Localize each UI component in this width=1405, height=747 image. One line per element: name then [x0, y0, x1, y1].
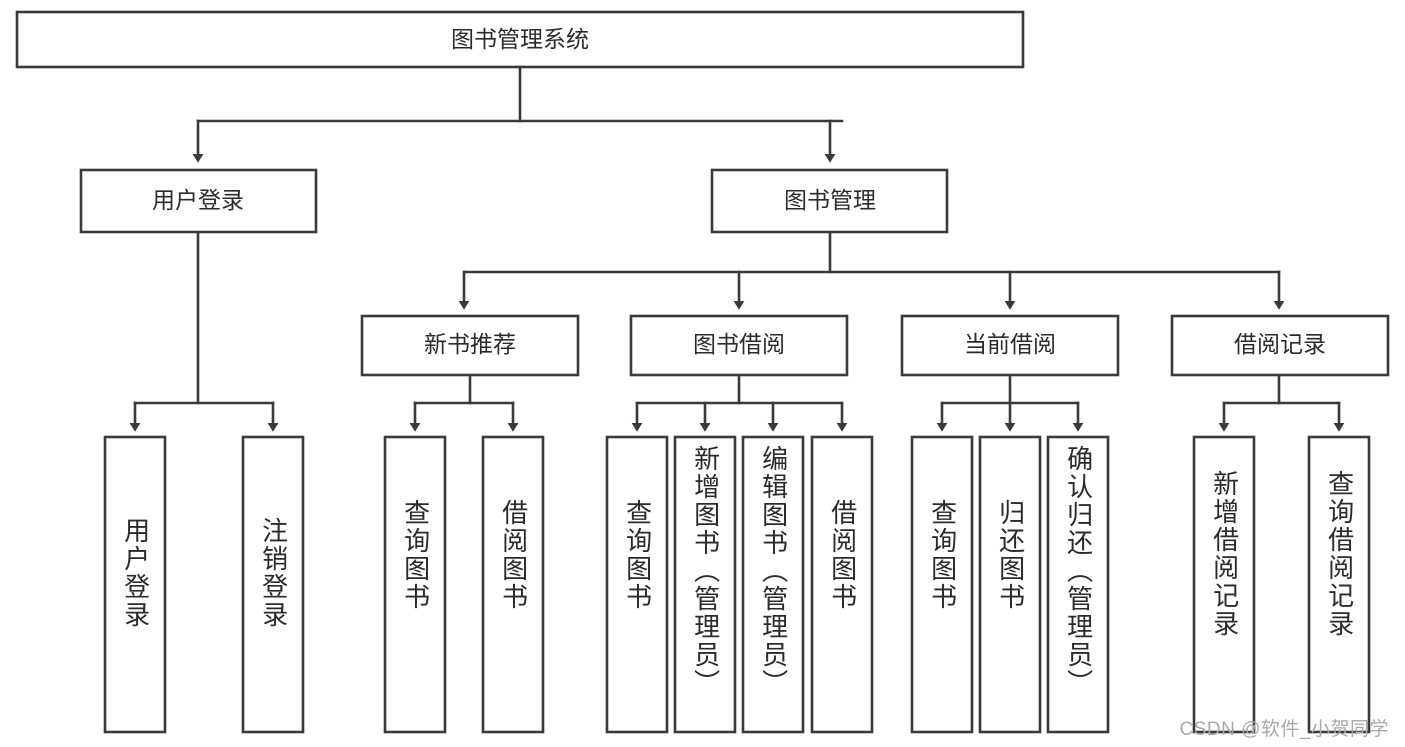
leaf-box-query-book-1 [383, 435, 447, 734]
connector-currentborrow-to-leaves [936, 373, 1084, 432]
connector-userlogin-to-leaves [129, 230, 279, 432]
connector-bookborrow-to-leaves [631, 373, 848, 432]
node-root-label: 图书管理系统 [451, 26, 589, 52]
leaf-box-logout [241, 435, 305, 734]
node-root-book-management-system[interactable]: 图书管理系统 [15, 10, 1025, 69]
leaf-rects [103, 435, 1371, 734]
node-book-borrow-label: 图书借阅 [693, 331, 785, 357]
leaf-box-add-borrow-record [1192, 435, 1256, 734]
node-borrow-record-label: 借阅记录 [1234, 331, 1326, 357]
leaf-box-add-book [673, 435, 737, 734]
node-book-borrow[interactable]: 图书借阅 [629, 314, 849, 377]
node-book-management-label: 图书管理 [784, 187, 876, 213]
leaf-box-query-borrow-record [1307, 435, 1371, 734]
node-user-login-label: 用户登录 [152, 187, 244, 213]
node-new-book-recommend[interactable]: 新书推荐 [360, 314, 580, 377]
leaf-box-confirm-return [1046, 435, 1110, 734]
node-borrow-record[interactable]: 借阅记录 [1170, 314, 1390, 377]
connector-root-to-level2 [192, 65, 844, 163]
connector-bookmgmt-to-level3 [458, 230, 1285, 310]
leaf-box-borrow-book-1 [481, 435, 545, 734]
connector-newbook-to-leaves [409, 373, 519, 432]
leaf-box-user-login [103, 435, 167, 734]
leaf-box-edit-book [741, 435, 805, 734]
node-user-login[interactable]: 用户登录 [79, 168, 318, 234]
leaf-box-query-book-3 [910, 435, 974, 734]
node-current-borrow-label: 当前借阅 [964, 331, 1056, 357]
connector-borrowrecord-to-leaves [1218, 373, 1345, 432]
leaf-box-query-book-2 [605, 435, 669, 734]
node-current-borrow[interactable]: 当前借阅 [900, 314, 1120, 377]
leaf-box-borrow-book-2 [810, 435, 874, 734]
leaf-box-return-book [978, 435, 1042, 734]
csdn-watermark: CSDN @软件_小贺同学 [1179, 719, 1389, 740]
node-new-book-recommend-label: 新书推荐 [424, 331, 516, 357]
node-book-management[interactable]: 图书管理 [710, 168, 949, 234]
